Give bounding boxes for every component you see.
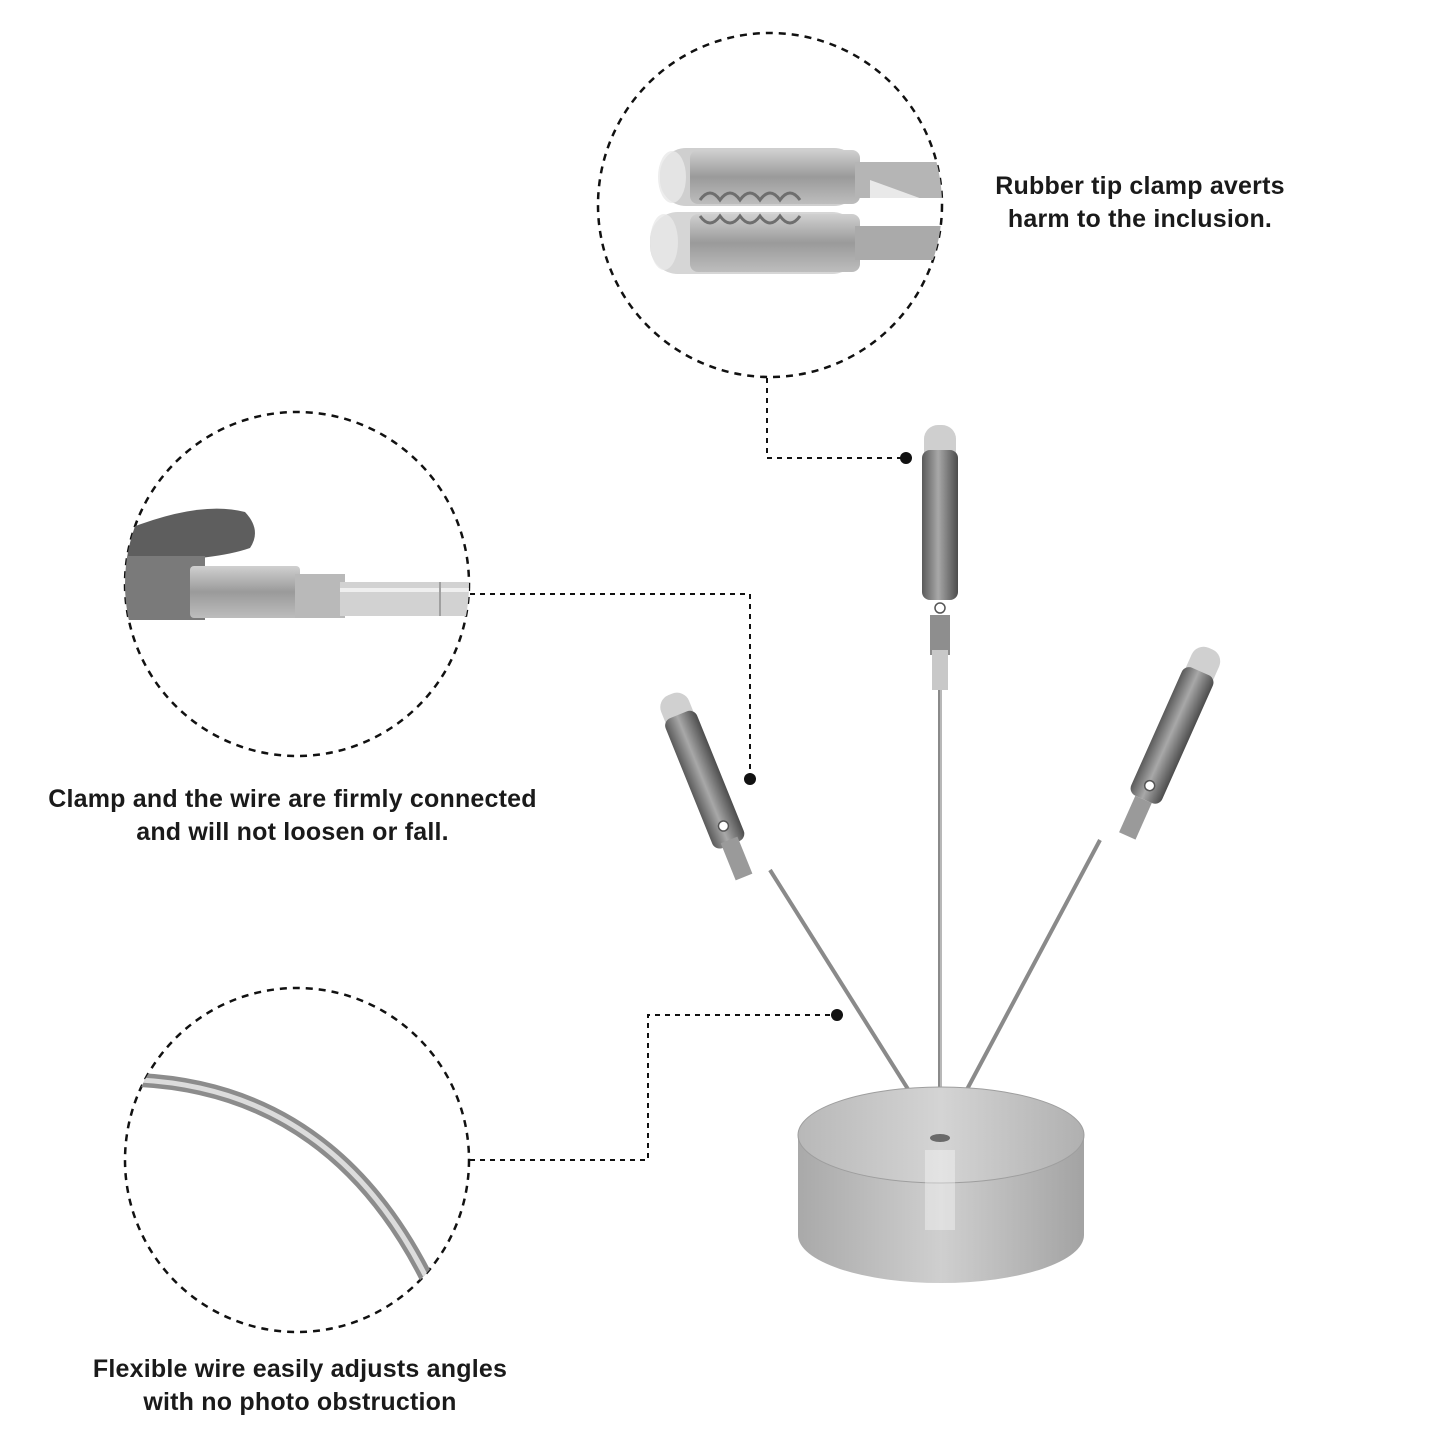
rubber-tip-closeup xyxy=(650,148,942,274)
caption-clamp-wire-line2: and will not loosen or fall. xyxy=(136,818,449,846)
caption-flexible-wire-line2: with no photo obstruction xyxy=(143,1388,457,1416)
caption-clamp-wire: Clamp and the wire are firmly connected … xyxy=(10,783,575,849)
clamp-wire-closeup xyxy=(125,508,469,620)
caption-flexible-wire: Flexible wire easily adjusts angles with… xyxy=(20,1353,580,1419)
leader-dot-rubber-tip xyxy=(900,452,912,464)
right-clamp xyxy=(1119,646,1221,840)
zoom-circle-flexible-wire xyxy=(123,986,471,1334)
leader-line-clamp-wire xyxy=(470,593,751,778)
caption-rubber-tip: Rubber tip clamp averts harm to the incl… xyxy=(950,170,1330,236)
center-clamp xyxy=(922,425,958,690)
caption-flexible-wire-line1: Flexible wire easily adjusts angles xyxy=(92,1355,508,1383)
caption-rubber-tip-line2: harm to the inclusion. xyxy=(1007,205,1273,233)
leader-dot-clamp-wire xyxy=(744,773,756,785)
leader-dot-flexible-wire xyxy=(831,1009,843,1021)
caption-clamp-wire-line1: Clamp and the wire are firmly connected xyxy=(48,785,537,813)
round-base xyxy=(797,1086,1085,1283)
leader-line-rubber-tip xyxy=(766,378,905,459)
flexible-wire-closeup xyxy=(133,1073,432,1282)
zoom-circle-rubber-tip xyxy=(596,31,944,379)
product-wires xyxy=(768,680,1102,1142)
caption-rubber-tip-line1: Rubber tip clamp averts xyxy=(995,172,1285,200)
leader-line-flexible-wire xyxy=(470,1014,836,1161)
left-clamp xyxy=(660,692,753,881)
